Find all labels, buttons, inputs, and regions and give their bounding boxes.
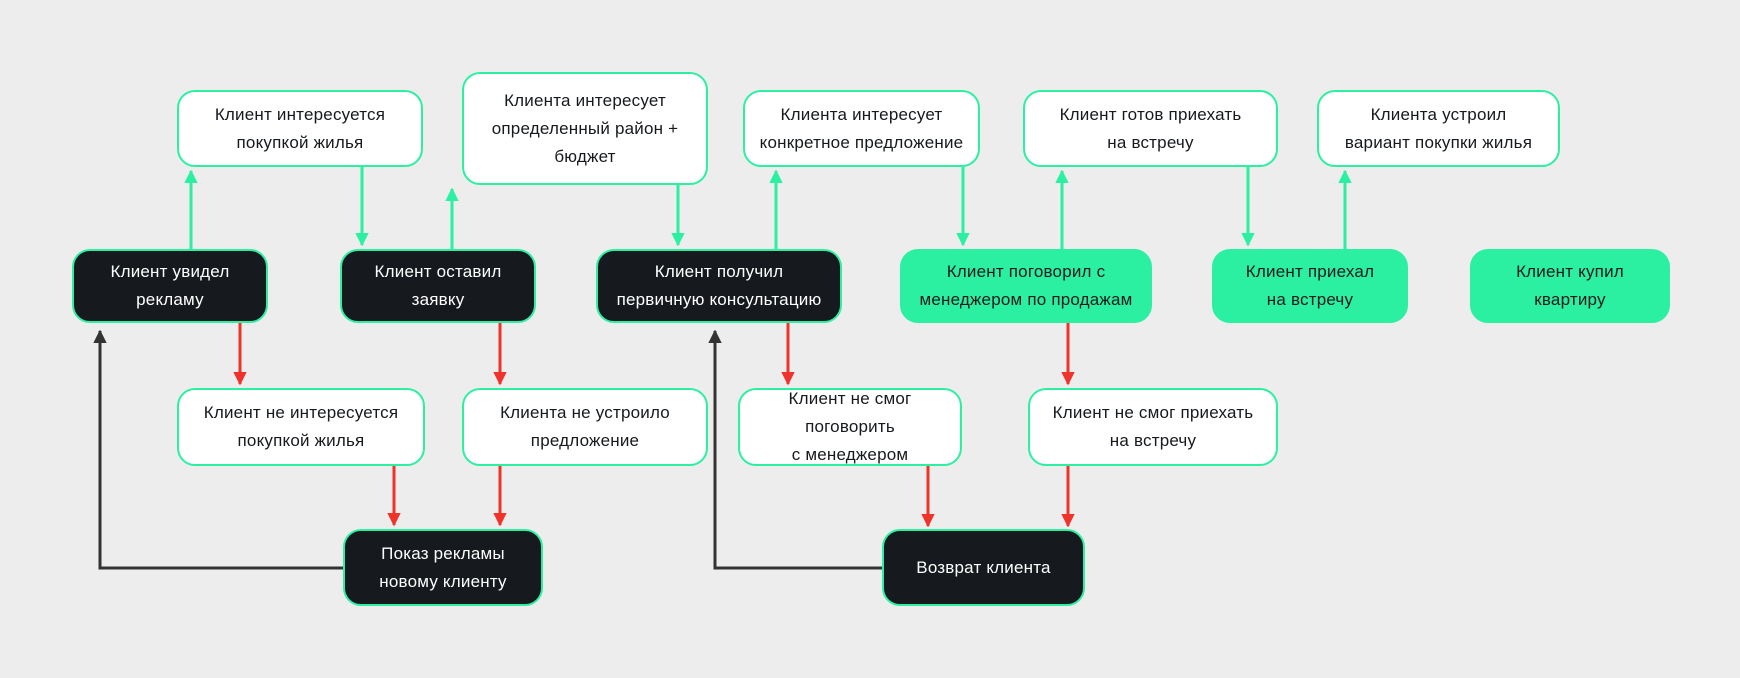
node-talked-to-manager: Клиент поговорил с менеджером по продажа… — [900, 249, 1152, 323]
node-saw-ad: Клиент увидел рекламу — [72, 249, 268, 323]
node-interested-district-budget: Клиента интересует определенный район + … — [462, 72, 708, 185]
node-client-return: Возврат клиента — [882, 529, 1085, 606]
node-not-satisfied-offer: Клиента не устроило предложение — [462, 388, 708, 466]
node-bought-apartment: Клиент купил квартиру — [1470, 249, 1670, 323]
black-loop-arrows — [93, 329, 882, 570]
node-interested-offer: Клиента интересует конкретное предложени… — [743, 90, 980, 167]
node-could-not-come: Клиент не смог приехать на встречу — [1028, 388, 1278, 466]
node-could-not-talk: Клиент не смог поговорить с менеджером — [738, 388, 962, 466]
node-satisfied-option: Клиента устроил вариант покупки жилья — [1317, 90, 1560, 167]
node-came-to-meeting: Клиент приехал на встречу — [1212, 249, 1408, 323]
node-ready-to-meet: Клиент готов приехать на встречу — [1023, 90, 1278, 167]
node-show-ad-new-client: Показ рекламы новому клиенту — [343, 529, 543, 606]
red-fail-arrows — [233, 323, 1075, 528]
node-left-request: Клиент оставил заявку — [340, 249, 536, 323]
arrow-return-back-to-consultation — [708, 329, 882, 570]
node-not-interested: Клиент не интересуется покупкой жилья — [177, 388, 425, 466]
node-interested-purchase: Клиент интересуется покупкой жилья — [177, 90, 423, 167]
green-flow-arrows — [184, 167, 1352, 249]
node-got-consultation: Клиент получил первичную консультацию — [596, 249, 842, 323]
arrow-show-ad-back-to-saw-ad — [93, 329, 343, 570]
